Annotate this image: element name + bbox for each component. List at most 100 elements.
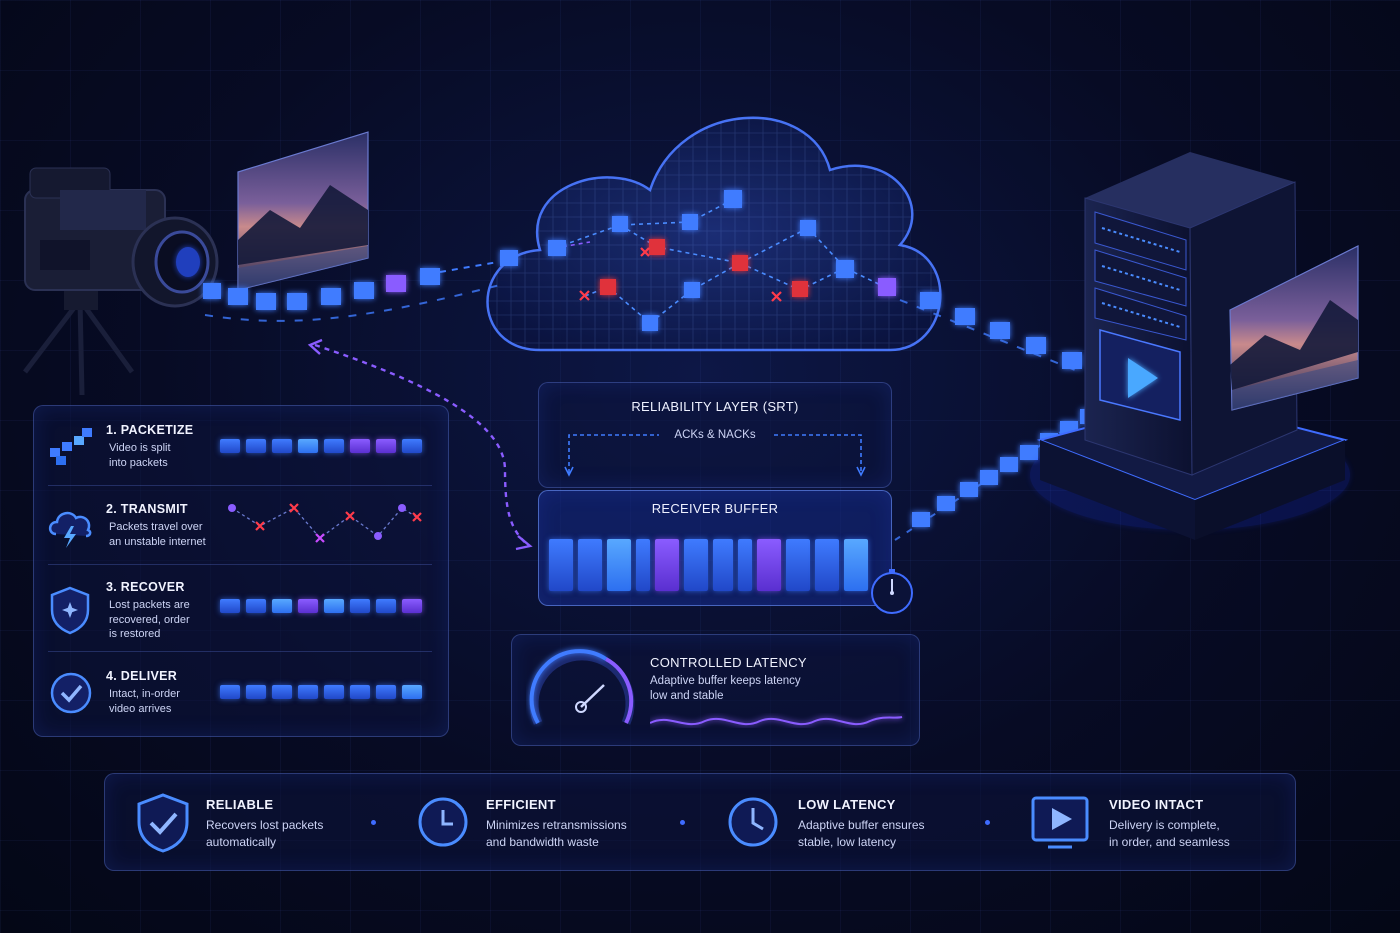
packet: [298, 439, 318, 453]
step-desc: Intact, in-order video arrives: [109, 687, 224, 716]
packet: [246, 439, 266, 453]
feature-desc: Minimizes retransmissions and bandwidth …: [486, 817, 627, 851]
packet: [376, 599, 396, 613]
step-recover: 3. RECOVER Lost packets are recovered, o…: [34, 566, 448, 652]
acks-nacks-loop: [564, 434, 866, 477]
feature-title: LOW LATENCY: [798, 797, 896, 812]
step-desc-line: Intact, in-order: [109, 688, 180, 700]
packet: [272, 599, 292, 613]
feature-desc-line: and bandwidth waste: [486, 835, 599, 849]
step-desc: Packets travel over an unstable internet: [109, 520, 224, 549]
feature-desc-line: automatically: [206, 835, 277, 849]
feature-desc: Delivery is complete, in order, and seam…: [1109, 817, 1230, 851]
packet: [350, 685, 370, 699]
buffer-packet: [786, 539, 810, 591]
video-camera-icon: [23, 167, 219, 396]
play-icon: [1099, 329, 1181, 421]
packet: [376, 685, 396, 699]
clock-icon: [418, 797, 468, 847]
step-desc-line: is restored: [109, 628, 161, 640]
server-icon: [1030, 152, 1350, 540]
latency-desc-line1: Adaptive buffer keeps latency: [650, 675, 801, 687]
buffer-packet: [757, 539, 781, 591]
buffer-packet: [607, 539, 631, 591]
monitor-play-icon: [1031, 796, 1089, 849]
step-desc-line: Video is split: [109, 442, 171, 454]
buffer-packet: [684, 539, 708, 591]
latency-title: CONTROLLED LATENCY: [650, 655, 807, 670]
feature-title: VIDEO INTACT: [1109, 797, 1204, 812]
packet: [298, 599, 318, 613]
buffer-packet: [655, 539, 679, 591]
steps-panel: 1. PACKETIZE Video is split into packets…: [33, 405, 449, 737]
received-video-frame: [1229, 245, 1359, 411]
receiver-buffer-panel: RECEIVER BUFFER: [538, 490, 892, 606]
buffer-slots: [549, 539, 868, 591]
divider: [48, 651, 432, 652]
features-bar: RELIABLE Recovers lost packets automatic…: [104, 773, 1296, 871]
clock-icon: [728, 797, 778, 847]
packet-row: [220, 685, 422, 699]
step-title: 4. DELIVER: [106, 669, 178, 683]
feature-desc: Recovers lost packets automatically: [206, 817, 323, 851]
feature-desc-line: in order, and seamless: [1109, 835, 1230, 849]
step-desc: Lost packets are recovered, order is res…: [109, 598, 224, 642]
step-deliver: 4. DELIVER Intact, in-order video arrive…: [34, 652, 448, 738]
step-desc-line: video arrives: [109, 702, 172, 715]
packet: [350, 439, 370, 453]
buffer-packet: [713, 539, 733, 591]
step-desc: Video is split into packets: [109, 441, 224, 470]
receiver-buffer-title: RECEIVER BUFFER: [651, 501, 779, 516]
step-title: 3. RECOVER: [106, 580, 185, 594]
cloud-packets: [548, 190, 896, 331]
packet: [350, 599, 370, 613]
packet: [220, 685, 240, 699]
packet: [272, 685, 292, 699]
step-title: 1. PACKETIZE: [106, 423, 194, 437]
step-transmit: 2. TRANSMIT Packets travel over an unsta…: [34, 486, 448, 572]
check-circle-icon: [50, 672, 92, 714]
buffer-packet: [549, 539, 573, 591]
packets-icon: [50, 428, 92, 465]
feature-desc-line: Minimizes retransmissions: [486, 818, 627, 832]
step-desc-line: Packets travel over: [109, 521, 203, 533]
buffer-packet: [815, 539, 839, 591]
packet-row: [220, 599, 422, 613]
controlled-latency-panel: CONTROLLED LATENCY Adaptive buffer keeps…: [511, 634, 920, 746]
cloud-lightning-icon: [48, 511, 92, 548]
stopwatch-icon: [871, 569, 913, 614]
packet: [402, 439, 422, 453]
packet: [220, 599, 240, 613]
buffer-packet: [844, 539, 868, 591]
cloud-network-icon: [486, 116, 942, 352]
unstable-path: [228, 503, 422, 543]
latency-desc-line2: low and stable: [650, 690, 724, 702]
feature-title: RELIABLE: [206, 797, 274, 812]
feature-desc: Adaptive buffer ensures stable, low late…: [798, 817, 925, 851]
shield-icon: [50, 586, 90, 635]
step-packetize: 1. PACKETIZE Video is split into packets: [34, 406, 448, 492]
separator-dot: [680, 820, 685, 825]
packet: [298, 685, 318, 699]
step-desc-line: into packets: [109, 456, 168, 469]
feature-desc-line: stable, low latency: [798, 835, 897, 849]
divider: [48, 564, 432, 565]
packet: [324, 599, 344, 613]
divider: [48, 485, 432, 486]
shield-check-icon: [137, 793, 189, 853]
reliability-layer-title: RELIABILITY LAYER (SRT): [631, 399, 799, 414]
step-desc-line: recovered, order: [109, 613, 190, 626]
separator-dot: [371, 820, 376, 825]
packet: [324, 439, 344, 453]
feature-desc-line: Adaptive buffer ensures: [798, 818, 925, 832]
feature-desc-line: Delivery is complete,: [1109, 818, 1220, 832]
latency-wave: [650, 716, 903, 726]
packet: [324, 685, 344, 699]
feedback-arrow: [307, 338, 533, 551]
outbound-packet-stream: [203, 250, 518, 322]
step-desc-line: Lost packets are: [109, 599, 190, 611]
buffer-packet: [738, 539, 752, 591]
step-title: 2. TRANSMIT: [106, 502, 188, 516]
source-video-frame: [237, 131, 369, 291]
